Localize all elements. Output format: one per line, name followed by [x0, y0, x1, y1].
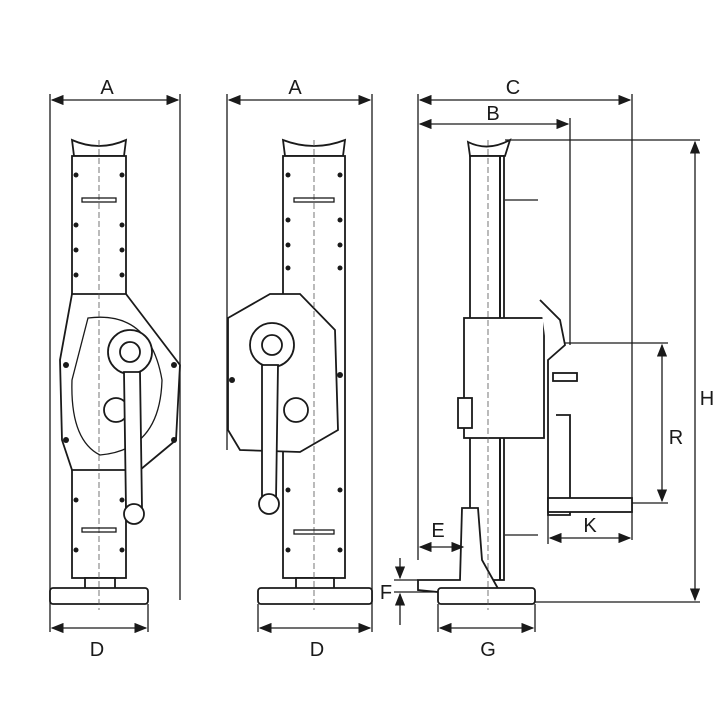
rack-holes — [229, 172, 343, 553]
crank-handle — [261, 364, 279, 501]
side-boss — [457, 397, 473, 429]
gear-housing — [463, 317, 545, 439]
pawl-lever — [552, 372, 578, 382]
crank-handle-side — [547, 497, 633, 513]
saddle — [70, 138, 128, 157]
dimension-r-label: R — [669, 427, 683, 449]
dimension-k-label: K — [583, 515, 597, 537]
front-view-right: A D — [226, 77, 373, 661]
dimension-a-label: A — [100, 77, 114, 99]
dimension-a-label: A — [288, 77, 302, 99]
front-view-left: A D — [49, 77, 181, 661]
side-view: C B H R K E F G — [380, 77, 714, 661]
crank-knob — [123, 503, 145, 525]
saddle — [466, 138, 512, 157]
gear-hub — [119, 341, 141, 363]
base-plate — [437, 587, 536, 605]
housing-plate — [71, 316, 163, 456]
saddle — [281, 138, 347, 157]
dimension-h-label: H — [700, 388, 714, 410]
dimension-c-label: C — [506, 77, 520, 99]
rack-slot — [293, 529, 335, 535]
rack-slot — [81, 527, 117, 533]
rack-slot — [293, 197, 335, 203]
dimension-b-label: B — [486, 103, 499, 125]
dimension-f-label: F — [380, 582, 392, 604]
crank-knob — [258, 493, 280, 515]
gear-housing — [227, 293, 339, 453]
dimension-d-label: D — [90, 639, 104, 661]
crank-handle — [123, 371, 143, 509]
base-plate — [257, 587, 373, 605]
dimension-d-label: D — [310, 639, 324, 661]
dimension-g-label: G — [480, 639, 496, 661]
rack-holes — [63, 172, 177, 553]
dimension-e-label: E — [431, 520, 444, 542]
gear-hub — [261, 334, 283, 356]
rack-slot — [81, 197, 117, 203]
crank-bracket — [539, 299, 571, 516]
pivot — [283, 397, 309, 423]
